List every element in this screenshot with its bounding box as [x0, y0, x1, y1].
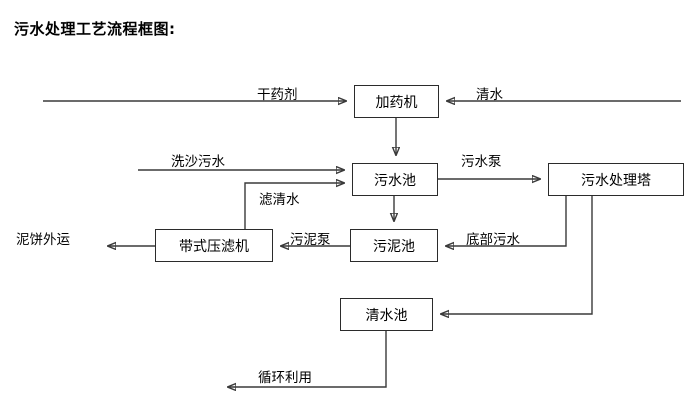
label-sand-wash-sewage: 洗沙污水: [171, 154, 225, 170]
label-sewage-pump: 污水泵: [461, 154, 502, 170]
node-dosing-machine[interactable]: 加药机: [354, 85, 439, 118]
node-label: 加药机: [375, 94, 418, 111]
node-treatment-tower[interactable]: 污水处理塔: [548, 163, 684, 196]
node-sludge-pool[interactable]: 污泥池: [350, 229, 438, 262]
wire-filtered-water-to-wastewater-pool: [244, 183, 344, 229]
wire-clear-water-pool-to-recycle: [228, 331, 387, 387]
wire-tower-bottom-sewage-to-sludge-pool: [446, 196, 567, 246]
label-sludge-pump: 污泥泵: [290, 232, 331, 248]
node-label: 污泥池: [373, 238, 415, 255]
label-recycle-reuse: 循环利用: [258, 370, 312, 386]
node-label: 带式压滤机: [179, 238, 249, 255]
node-label: 清水池: [365, 307, 408, 324]
label-filtered-water: 滤清水: [259, 192, 300, 208]
label-clean-water-input: 清水: [476, 87, 503, 103]
node-label: 污水处理塔: [581, 172, 651, 189]
node-clear-water-pool[interactable]: 清水池: [340, 298, 433, 331]
node-label: 污水池: [374, 172, 416, 189]
page-title: 污水处理工艺流程框图:: [14, 20, 176, 38]
label-bottom-sewage: 底部污水: [466, 232, 520, 248]
wire-tower-to-clear-water-pool: [441, 196, 593, 314]
label-dry-reagent: 干药剂: [257, 87, 298, 103]
label-mud-cake-transport: 泥饼外运: [16, 232, 70, 248]
node-wastewater-pool[interactable]: 污水池: [352, 163, 438, 196]
node-belt-filter-press[interactable]: 带式压滤机: [155, 229, 273, 262]
